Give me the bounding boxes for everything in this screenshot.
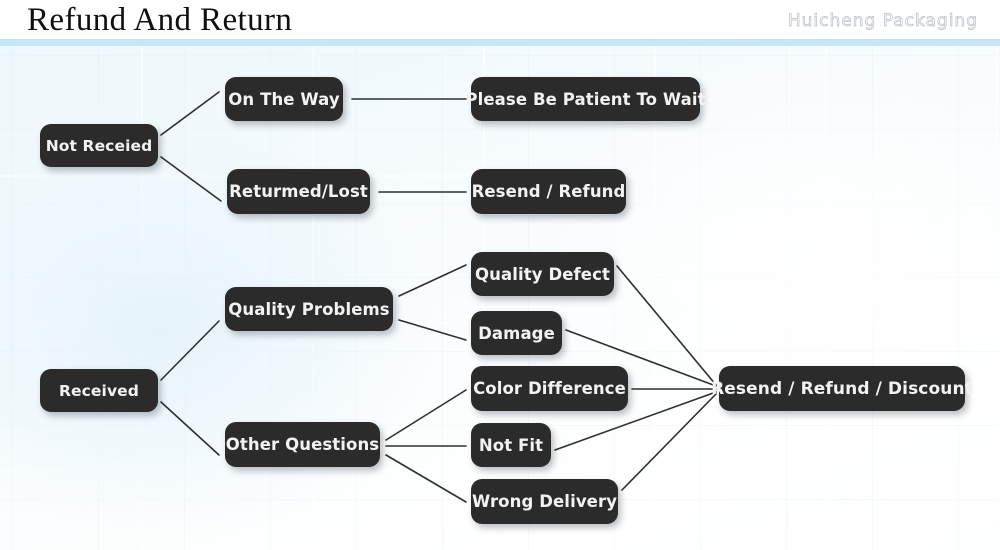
node-label: Resend / Refund / Discount	[711, 378, 973, 399]
node-label: Not Fit	[478, 435, 544, 455]
node-label: Color Difference	[473, 379, 626, 398]
node-resend-refund-discount[interactable]: Resend / Refund / Discount	[711, 366, 973, 411]
node-label: Please Be Patient To Wait	[465, 89, 706, 109]
node-resend-refund[interactable]: Resend / Refund	[471, 169, 626, 214]
node-quality-problems[interactable]: Quality Problems	[225, 287, 393, 331]
node-label: Damage	[478, 323, 555, 343]
page-title: Refund And Return	[27, 2, 293, 38]
node-label: Not Receied	[45, 136, 153, 155]
node-label: Quality Problems	[228, 299, 390, 319]
node-not-receied[interactable]: Not Receied	[40, 124, 158, 167]
node-returmed-lost[interactable]: Returmed/Lost	[227, 169, 370, 214]
node-label: On The Way	[228, 89, 340, 109]
slide-header: Refund And Return Huicheng Packaging	[0, 0, 1000, 46]
node-other-questions[interactable]: Other Questions	[225, 422, 380, 467]
header-divider	[0, 39, 1000, 46]
brand-logo-text: Huicheng Packaging	[787, 11, 978, 32]
node-wrong-delivery[interactable]: Wrong Delivery	[471, 479, 618, 524]
node-damage[interactable]: Damage	[471, 311, 562, 355]
node-please-be-patient[interactable]: Please Be Patient To Wait	[465, 77, 705, 121]
node-on-the-way[interactable]: On The Way	[225, 77, 343, 121]
node-label: Wrong Delivery	[471, 492, 618, 511]
node-not-fit[interactable]: Not Fit	[471, 423, 551, 467]
node-color-difference[interactable]: Color Difference	[471, 366, 628, 411]
node-received[interactable]: Received	[40, 369, 158, 412]
node-quality-defect[interactable]: Quality Defect	[471, 252, 614, 296]
node-label: Other Questions	[225, 435, 380, 454]
node-label: Quality Defect	[475, 264, 610, 284]
node-label: Received	[59, 381, 139, 400]
node-label: Resend / Refund	[471, 182, 626, 201]
node-label: Returmed/Lost	[229, 182, 368, 201]
